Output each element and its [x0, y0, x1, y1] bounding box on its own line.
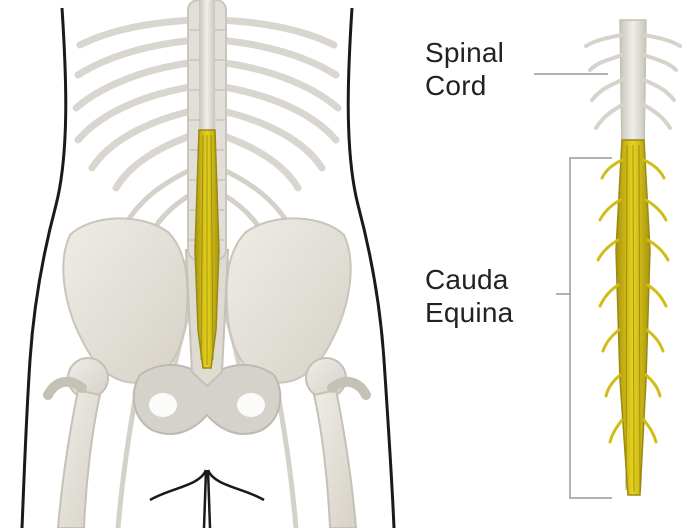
spinal-cord-label: Spinal Cord: [425, 36, 504, 102]
body-cauda-equina: [195, 130, 219, 368]
leader-lines: [534, 74, 612, 498]
cauda-equina-bracket: [570, 158, 612, 498]
spinal-cord-label-line1: Spinal: [425, 36, 504, 69]
cauda-equina-label-line1: Cauda: [425, 263, 513, 296]
buttocks-crease: [150, 470, 264, 528]
cauda-equina-label-line2: Equina: [425, 296, 513, 329]
isolated-spinal-cord: [586, 20, 680, 150]
cauda-equina-label: Cauda Equina: [425, 263, 513, 329]
spinal-cord-label-line2: Cord: [425, 69, 504, 102]
isolated-cauda-equina: [598, 140, 668, 495]
